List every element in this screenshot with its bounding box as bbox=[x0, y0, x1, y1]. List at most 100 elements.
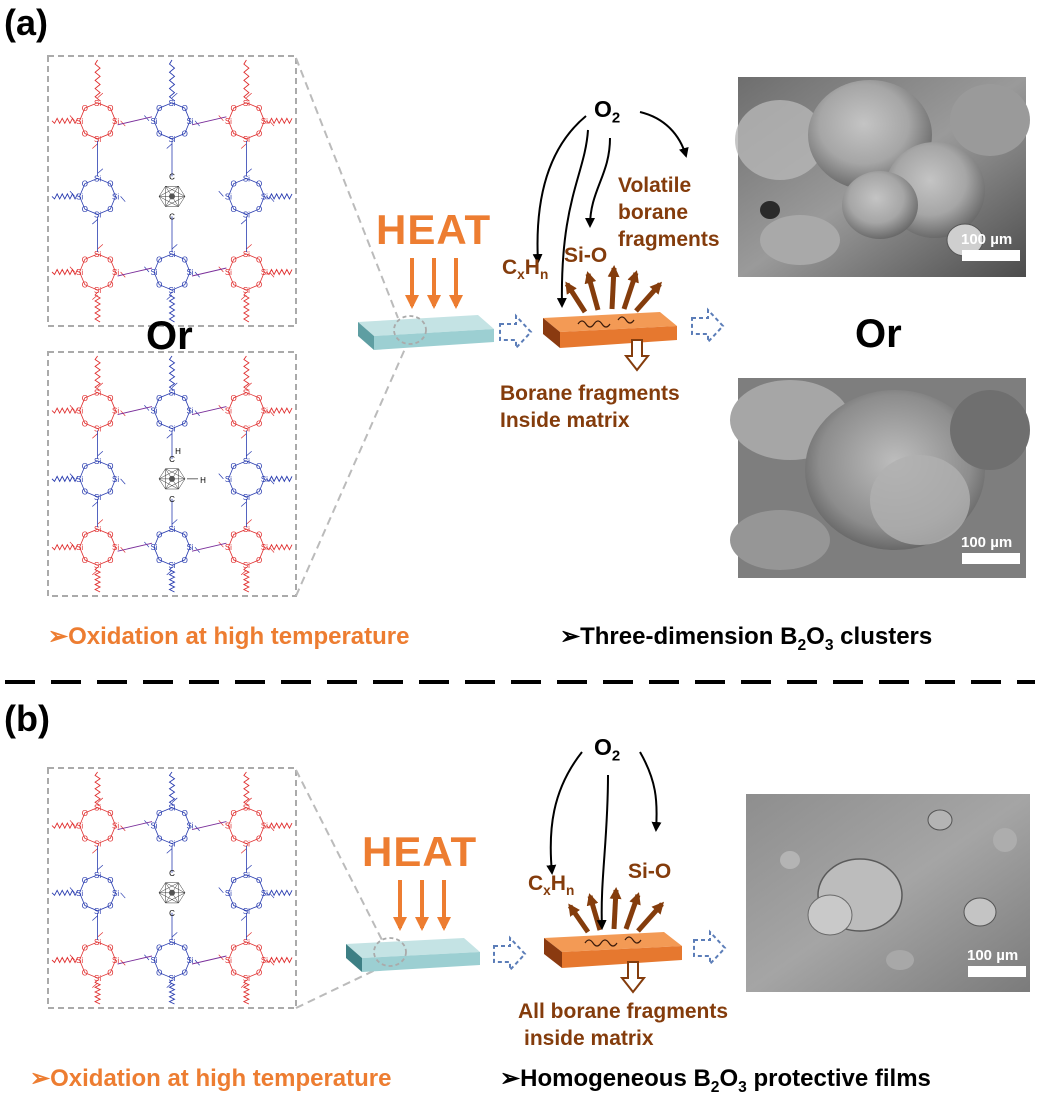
inside-arrow-a bbox=[623, 339, 651, 372]
cage-bond bbox=[158, 468, 166, 480]
ring-atom: Si bbox=[76, 822, 83, 831]
sem-image-b bbox=[746, 794, 1030, 992]
o2-arrow-b-2 bbox=[596, 774, 609, 930]
ring-atom: Si bbox=[243, 99, 250, 108]
polymer-chain bbox=[266, 475, 293, 483]
siloxane-network-b: SiOSiOSiOSiOSiOSiOSiOSiOSiOSiOSiOSiOSiOS… bbox=[51, 771, 293, 1005]
ring-atom: O bbox=[256, 394, 262, 403]
methyl-bond bbox=[171, 92, 178, 99]
ring-atom: O bbox=[156, 281, 162, 290]
siloxane-ring bbox=[227, 102, 265, 140]
cage-bond bbox=[158, 478, 166, 490]
o2-label-a: O2 bbox=[594, 96, 621, 127]
ring-atom: O bbox=[82, 255, 88, 264]
polymer-chain bbox=[168, 291, 176, 323]
polymer-chain bbox=[243, 771, 250, 806]
bullet-arrow-icon: ➢ bbox=[48, 623, 69, 650]
ring-atom: O bbox=[256, 488, 262, 497]
ring-atom: O bbox=[107, 943, 113, 952]
ring-atom: O bbox=[256, 943, 262, 952]
ring-atom: O bbox=[231, 394, 237, 403]
siloxane-ring bbox=[79, 102, 117, 140]
ring-atom: O bbox=[256, 205, 262, 214]
polymer-chain bbox=[168, 979, 176, 1005]
methyl-bond bbox=[171, 932, 178, 938]
ring-atom: O bbox=[82, 488, 88, 497]
ring-atom: O bbox=[156, 969, 162, 978]
ring-atom: O bbox=[256, 462, 262, 471]
volatile-arrow-b-1 bbox=[567, 903, 591, 934]
ring-atom: Si bbox=[112, 192, 119, 201]
ring-atom: Si bbox=[94, 840, 101, 849]
siloxane-ring bbox=[153, 941, 191, 979]
ring-atom: O bbox=[82, 556, 88, 565]
ring-atom: Si bbox=[168, 425, 175, 434]
ring-atom: Si bbox=[94, 561, 101, 570]
ring-atom: O bbox=[256, 969, 262, 978]
methyl-bond bbox=[218, 473, 224, 480]
ring-atom: Si bbox=[243, 174, 250, 183]
ring-atom: Si bbox=[243, 493, 250, 502]
methyl-bond bbox=[246, 92, 252, 99]
ring-atom: O bbox=[256, 809, 262, 818]
cage-bond bbox=[158, 186, 179, 197]
sem-image-a-top bbox=[735, 77, 1030, 277]
bullet-films: ➢Homogeneous B2O3 protective films bbox=[500, 1065, 931, 1096]
ring-atom: O bbox=[156, 834, 162, 843]
siloxane-ring bbox=[153, 807, 191, 845]
ring-atom: O bbox=[256, 834, 262, 843]
bullet-arrow-icon: ➢ bbox=[560, 623, 581, 650]
ring-atom: O bbox=[231, 104, 237, 113]
ring-atom: O bbox=[107, 180, 113, 189]
ring-atom: Si bbox=[94, 210, 101, 219]
methyl-bond bbox=[171, 244, 178, 250]
polymer-chain bbox=[242, 566, 250, 593]
ring-atom: O bbox=[156, 556, 162, 565]
bullet-clusters: ➢Three-dimension B2O3 clusters bbox=[560, 623, 933, 654]
polymer-chain bbox=[266, 192, 293, 200]
ring-atom: Si bbox=[225, 117, 232, 126]
ring-link bbox=[191, 955, 227, 965]
polymer-chain bbox=[51, 956, 79, 964]
ring-atom: Si bbox=[150, 268, 157, 277]
ring-atom: O bbox=[107, 281, 113, 290]
ring-atom: Si bbox=[94, 457, 101, 466]
ring-atom: Si bbox=[225, 822, 232, 831]
methyl-bond bbox=[246, 519, 252, 525]
ring-atom: O bbox=[231, 255, 237, 264]
polymer-chain bbox=[168, 771, 176, 806]
ring-atom: O bbox=[156, 104, 162, 113]
cage-carbon: C bbox=[169, 212, 175, 221]
ring-atom: Si bbox=[76, 475, 83, 484]
methyl-bond bbox=[171, 382, 178, 388]
zoom-line-a-1 bbox=[295, 57, 399, 319]
ring-atom: Si bbox=[225, 192, 232, 201]
cage-bond bbox=[178, 882, 186, 893]
ring-atom: Si bbox=[261, 407, 268, 416]
ring-atom: O bbox=[107, 876, 113, 885]
ring-atom: Si bbox=[94, 804, 101, 813]
polymer-chain bbox=[94, 979, 102, 1005]
methyl-bond bbox=[171, 519, 178, 525]
ring-atom: O bbox=[231, 462, 237, 471]
ring-atom: O bbox=[156, 255, 162, 264]
ring-atom: O bbox=[182, 530, 188, 539]
siloxane-ring bbox=[227, 392, 265, 429]
ring-atom: Si bbox=[225, 543, 232, 552]
methyl-bond bbox=[240, 433, 247, 439]
methyl-bond bbox=[92, 848, 98, 854]
ring-atom: O bbox=[231, 943, 237, 952]
ring-atom: Si bbox=[112, 889, 119, 898]
scale-bar-label-a-1: 100 µm bbox=[961, 231, 1013, 248]
ring-link bbox=[191, 267, 227, 277]
cage-carbon: C bbox=[169, 495, 175, 504]
ring-atom: O bbox=[107, 809, 113, 818]
ring-atom: Si bbox=[225, 475, 232, 484]
ring-atom: Si bbox=[168, 389, 175, 398]
ring-link bbox=[191, 821, 227, 831]
process-arrow-a-1 bbox=[499, 313, 533, 351]
ring-atom: Si bbox=[112, 117, 119, 126]
inside-label-a: Borane fragments Inside matrix bbox=[500, 382, 680, 432]
methyl-bond bbox=[97, 168, 104, 174]
ring-atom: O bbox=[256, 556, 262, 565]
